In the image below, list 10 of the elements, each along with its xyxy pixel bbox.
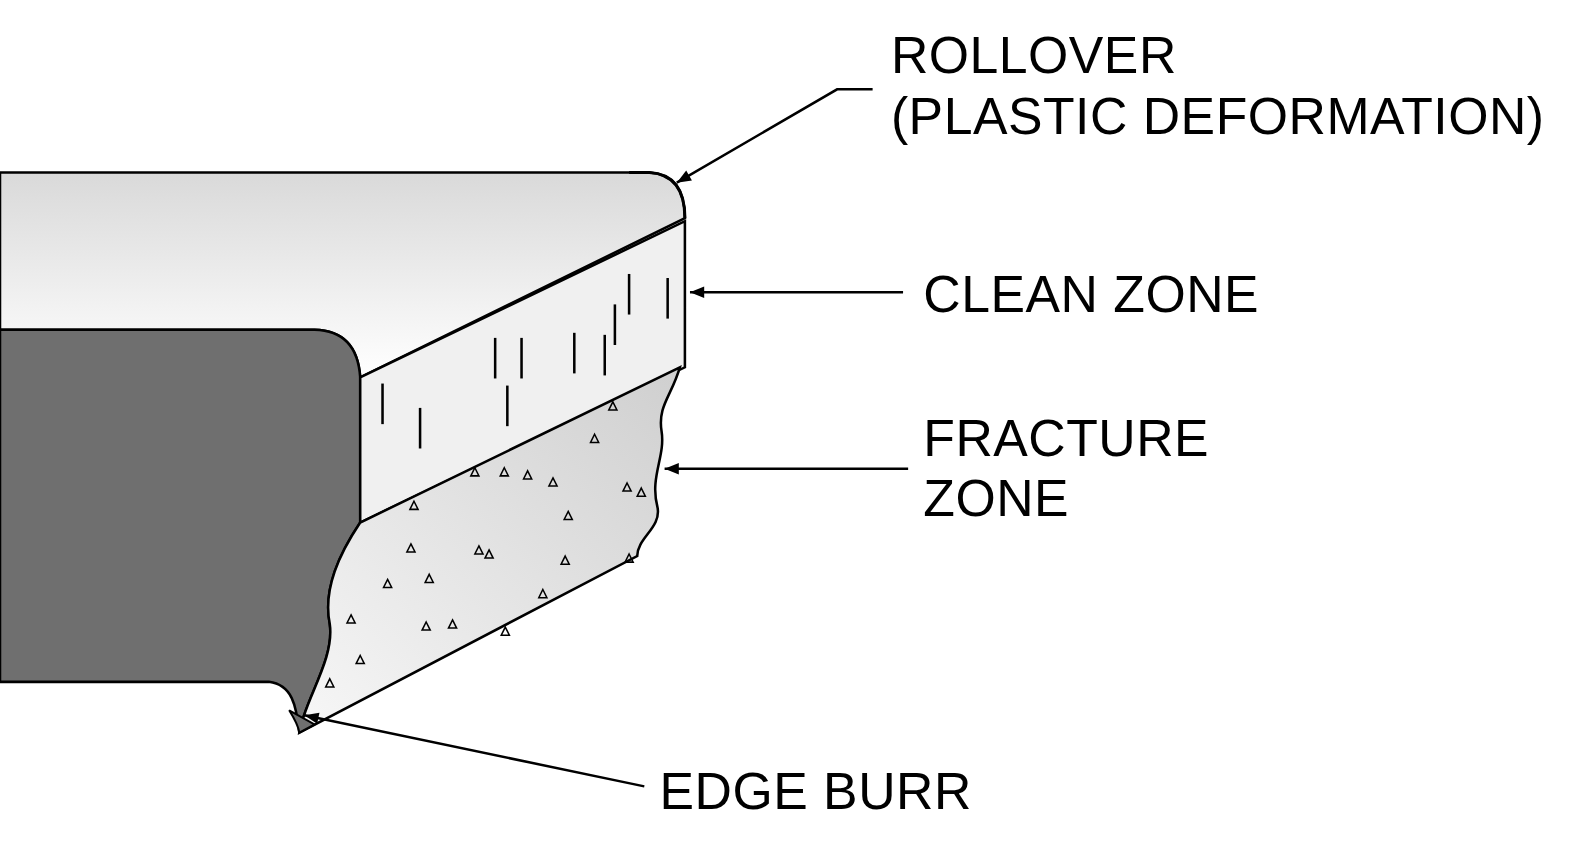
leader-line — [304, 712, 645, 788]
callout-label: ROLLOVER (PLASTIC DEFORMATION) — [890, 25, 1581, 148]
leader-line — [664, 463, 909, 475]
rollover-edge — [629, 170, 687, 219]
edge-burr — [288, 709, 316, 734]
leader-line — [676, 88, 873, 184]
callout-label: EDGE BURR — [659, 761, 1066, 822]
leader-line — [690, 286, 904, 298]
callout-label: CLEAN ZONE — [923, 263, 1350, 325]
callout-label: FRACTURE ZONE — [923, 407, 1249, 530]
